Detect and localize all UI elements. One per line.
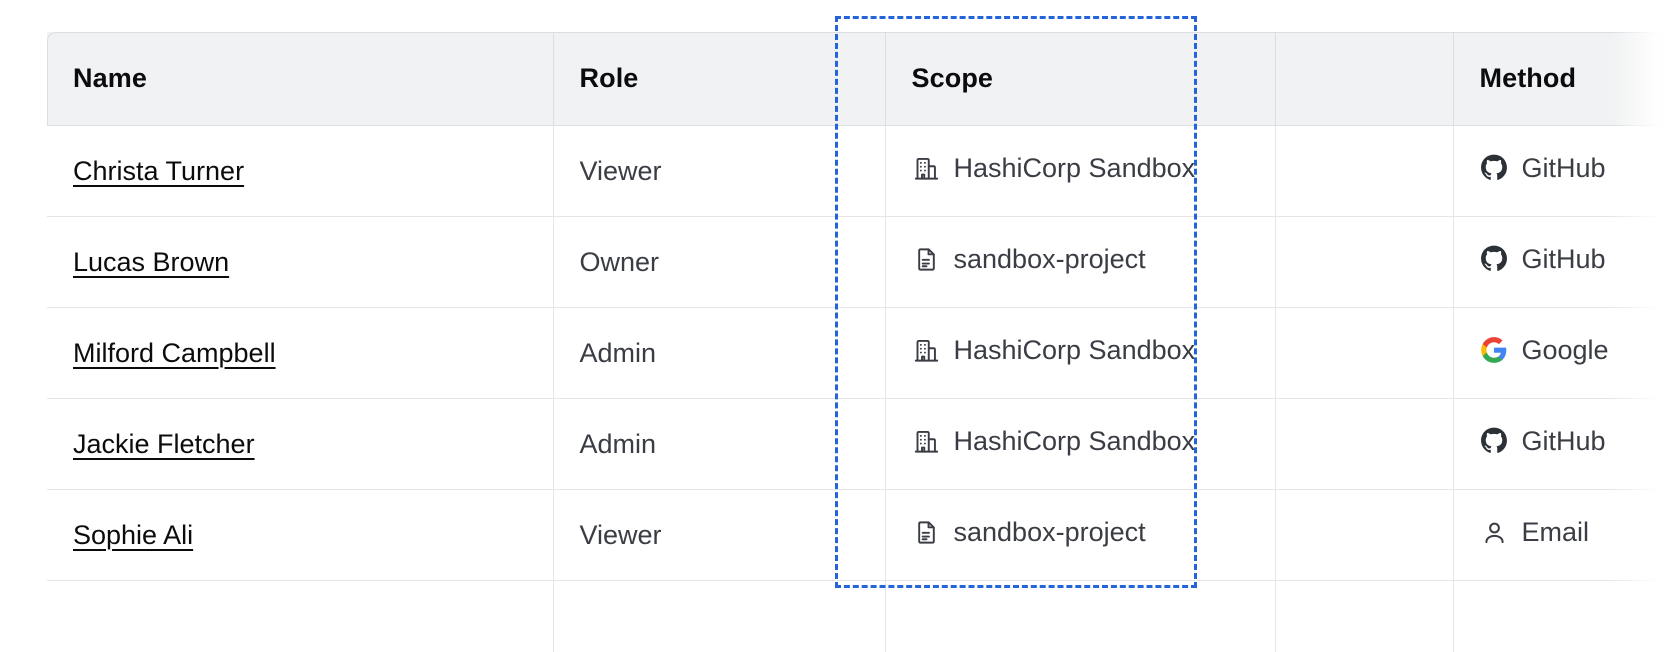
github-icon bbox=[1480, 154, 1509, 183]
cell-method: GitHub bbox=[1453, 398, 1672, 490]
project-document-icon bbox=[912, 518, 941, 547]
access-table-container: Name Role Scope Method Christa Turner Vi… bbox=[47, 32, 1672, 652]
user-name-link[interactable]: Jackie Fletcher bbox=[73, 428, 255, 459]
github-icon bbox=[1480, 245, 1509, 274]
scope-label: HashiCorp Sandbox bbox=[953, 426, 1196, 456]
column-header-method[interactable]: Method bbox=[1453, 32, 1672, 126]
column-header-role[interactable]: Role bbox=[553, 32, 886, 126]
cell-name: Milford Campbell bbox=[47, 307, 554, 399]
cell-name: Lucas Brown bbox=[47, 216, 554, 308]
user-name-link[interactable]: Lucas Brown bbox=[73, 246, 230, 277]
cell-scope: sandbox-project bbox=[885, 489, 1276, 581]
cell-scope: HashiCorp Sandbox bbox=[885, 307, 1276, 399]
cell-scope: HashiCorp Sandbox bbox=[885, 125, 1276, 217]
column-header-blank bbox=[1275, 32, 1454, 126]
cell-scope bbox=[885, 580, 1276, 652]
method-label: GitHub bbox=[1521, 152, 1606, 183]
table-row bbox=[47, 580, 1672, 652]
table-header-row: Name Role Scope Method bbox=[47, 32, 1672, 126]
cell-role: Viewer bbox=[553, 489, 886, 581]
table-body: Christa Turner Viewer bbox=[47, 125, 1672, 652]
user-name-link[interactable]: Sophie Ali bbox=[73, 519, 194, 550]
user-name-link[interactable]: Christa Turner bbox=[73, 155, 245, 186]
table-header: Name Role Scope Method bbox=[47, 32, 1672, 126]
organization-building-icon bbox=[912, 154, 941, 183]
table-row: Lucas Brown Owner sa bbox=[47, 216, 1672, 308]
cell-method: GitHub bbox=[1453, 216, 1672, 308]
cell-role bbox=[553, 580, 886, 652]
cell-blank bbox=[1275, 216, 1454, 308]
scope-label: sandbox-project bbox=[953, 244, 1146, 274]
github-icon bbox=[1480, 427, 1509, 456]
organization-building-icon bbox=[912, 427, 941, 456]
cell-name: Sophie Ali bbox=[47, 489, 554, 581]
scope-label: sandbox-project bbox=[953, 517, 1146, 547]
method-label: Google bbox=[1521, 334, 1609, 365]
cell-name: Christa Turner bbox=[47, 125, 554, 217]
table-row: Milford Campbell Admin bbox=[47, 307, 1672, 399]
project-document-icon bbox=[912, 245, 941, 274]
cell-scope: HashiCorp Sandbox bbox=[885, 398, 1276, 490]
access-table: Name Role Scope Method Christa Turner Vi… bbox=[47, 32, 1672, 652]
user-name-link[interactable]: Milford Campbell bbox=[73, 337, 276, 368]
cell-role: Viewer bbox=[553, 125, 886, 217]
method-label: Email bbox=[1521, 517, 1590, 547]
column-header-name[interactable]: Name bbox=[47, 32, 554, 126]
cell-blank bbox=[1275, 580, 1454, 652]
cell-method bbox=[1453, 580, 1672, 652]
method-label: GitHub bbox=[1521, 425, 1606, 456]
scope-label: HashiCorp Sandbox bbox=[953, 153, 1196, 183]
cell-method: Email bbox=[1453, 489, 1672, 581]
cell-blank bbox=[1275, 125, 1454, 217]
cell-role: Admin bbox=[553, 307, 886, 399]
column-header-scope[interactable]: Scope bbox=[885, 32, 1276, 126]
cell-blank bbox=[1275, 489, 1454, 581]
google-icon bbox=[1480, 336, 1509, 365]
cell-method: Google bbox=[1453, 307, 1672, 399]
user-person-icon bbox=[1480, 518, 1509, 547]
cell-role: Owner bbox=[553, 216, 886, 308]
cell-scope: sandbox-project bbox=[885, 216, 1276, 308]
cell-role: Admin bbox=[553, 398, 886, 490]
cell-name: Jackie Fletcher bbox=[47, 398, 554, 490]
cell-blank bbox=[1275, 307, 1454, 399]
scope-label: HashiCorp Sandbox bbox=[953, 335, 1196, 365]
table-row: Sophie Ali Viewer sa bbox=[47, 489, 1672, 581]
method-label: GitHub bbox=[1521, 243, 1606, 274]
table-row: Jackie Fletcher Admin bbox=[47, 398, 1672, 490]
cell-blank bbox=[1275, 398, 1454, 490]
table-row: Christa Turner Viewer bbox=[47, 125, 1672, 217]
cell-name bbox=[47, 580, 554, 652]
cell-method: GitHub bbox=[1453, 125, 1672, 217]
organization-building-icon bbox=[912, 336, 941, 365]
